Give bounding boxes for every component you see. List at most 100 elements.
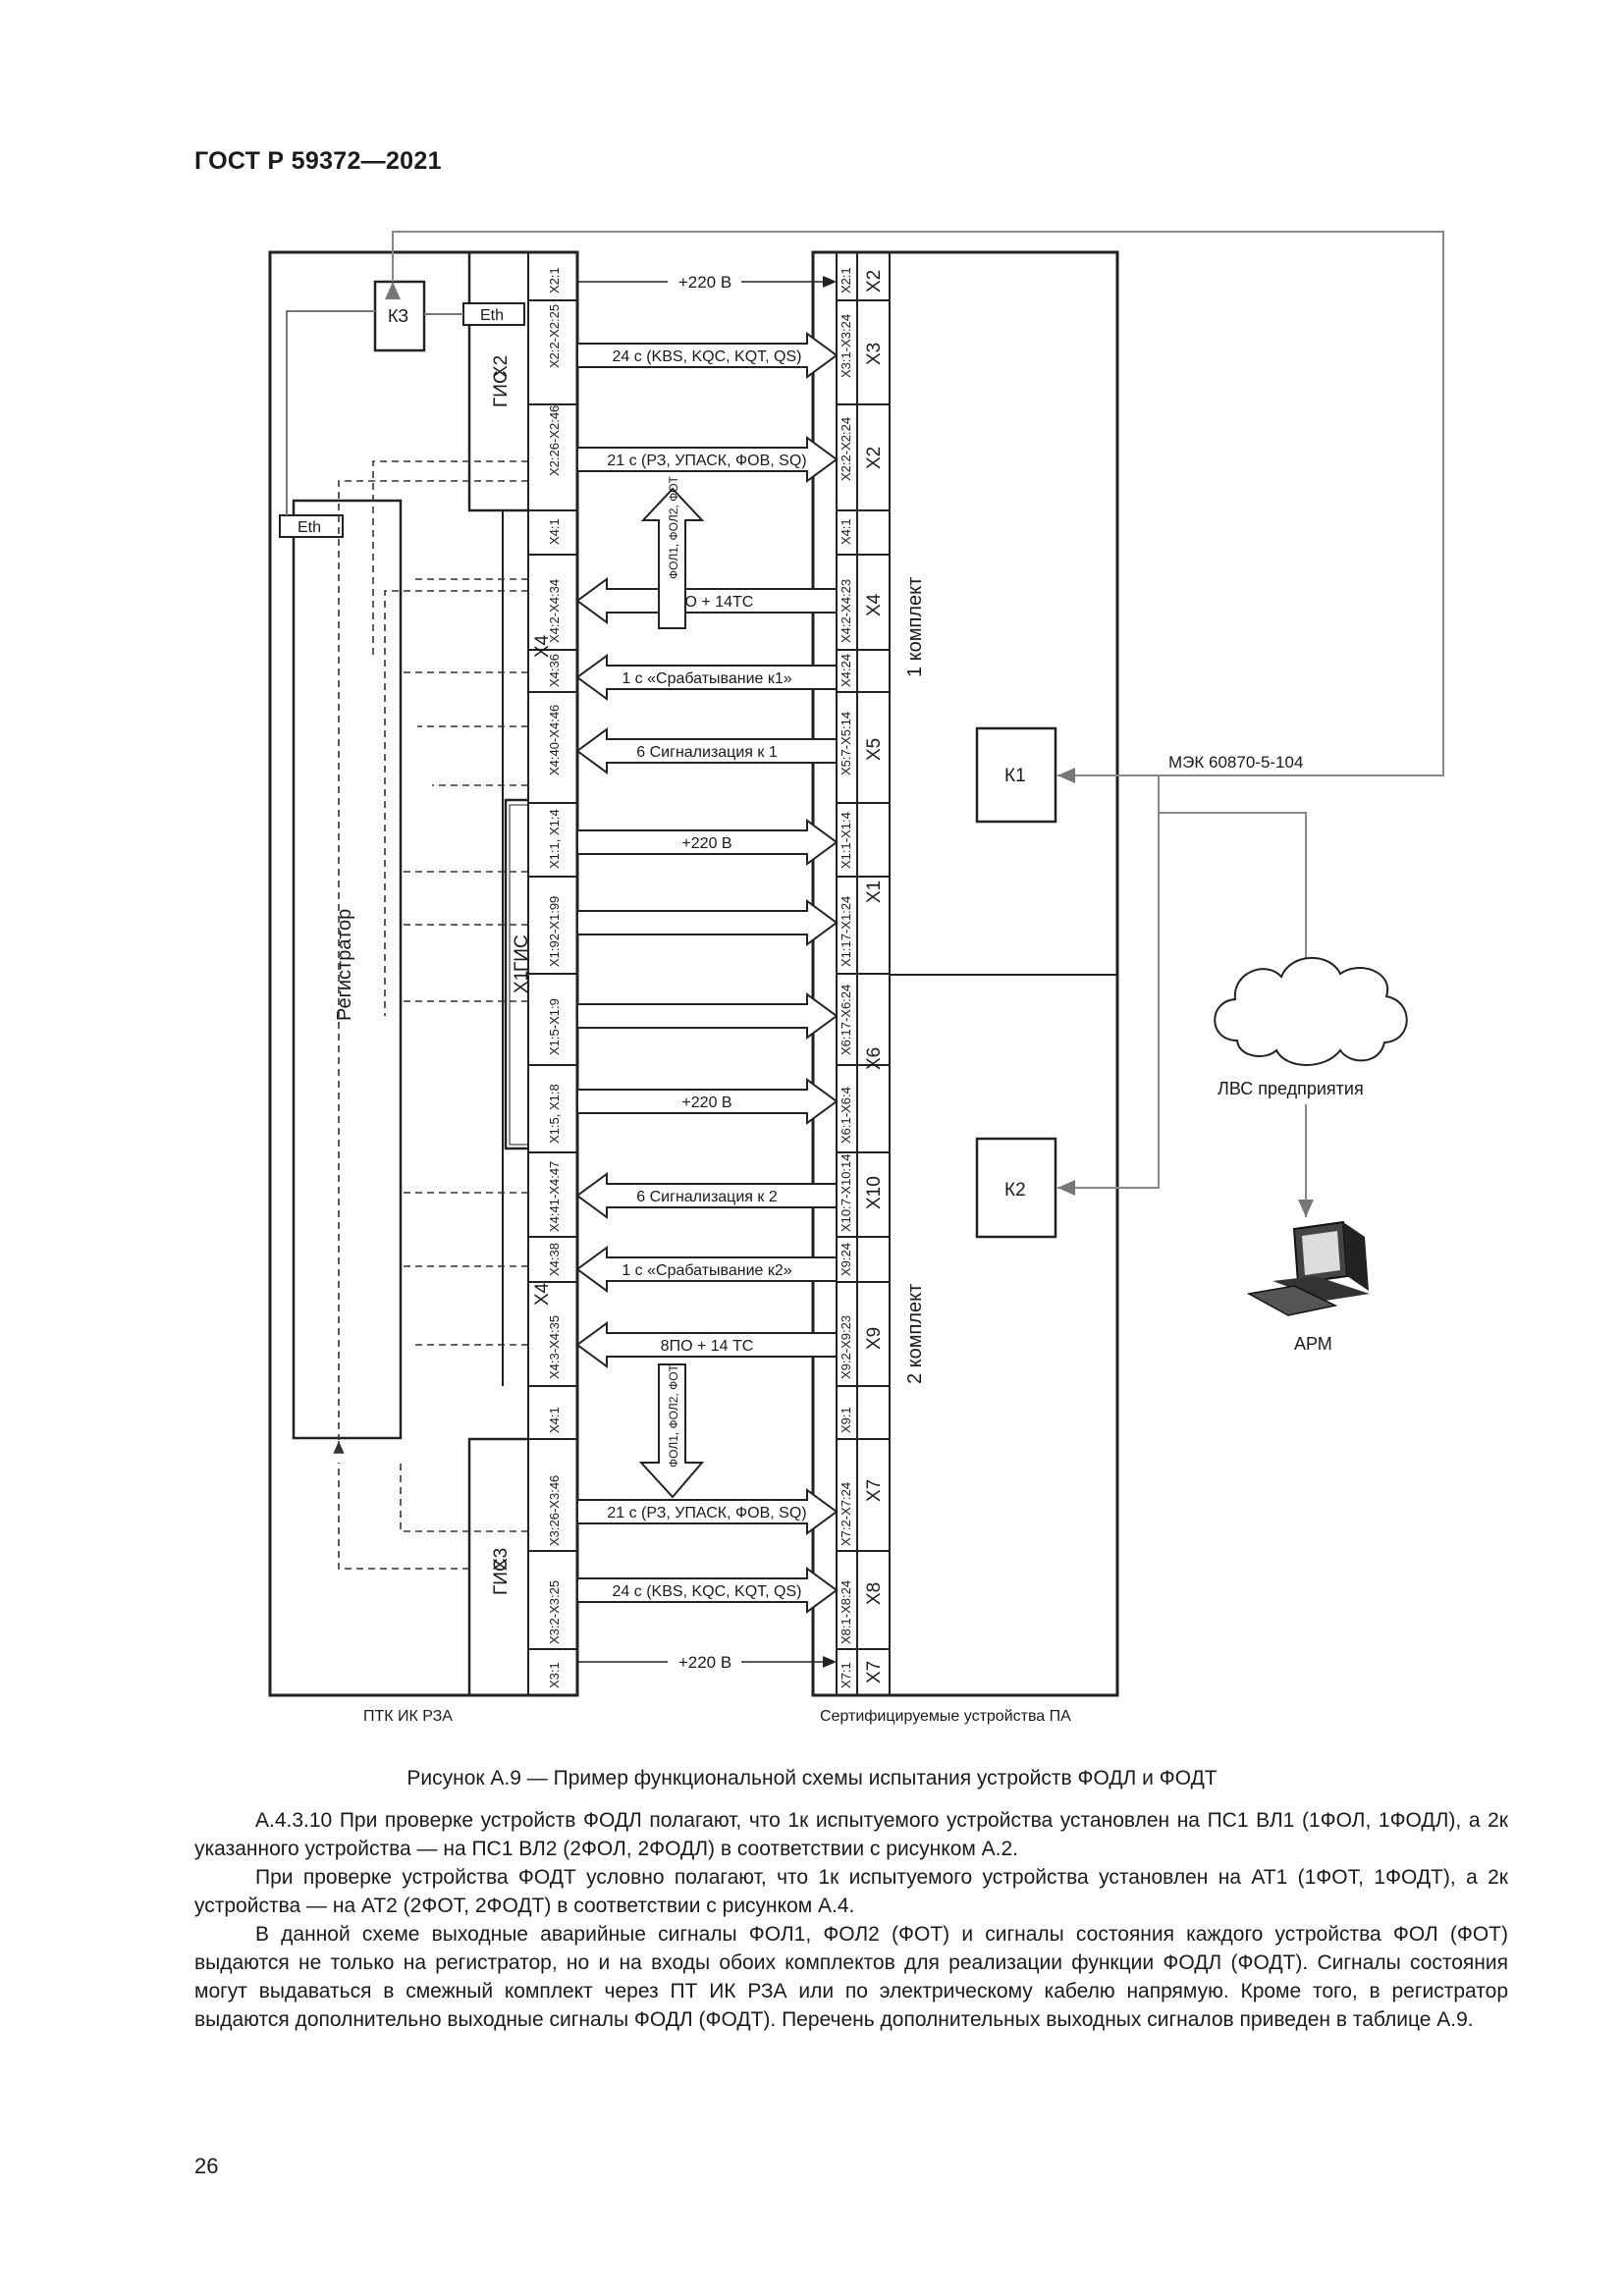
left-pin: X4:1 bbox=[547, 518, 562, 545]
signal-arrow bbox=[575, 1172, 838, 1219]
right-pin: X3:1-X3:24 bbox=[839, 314, 853, 378]
power-line-label-bg bbox=[668, 1650, 741, 1674]
x4-bottom-label: X4 bbox=[532, 1282, 553, 1306]
gis-x1-box-inner bbox=[509, 804, 528, 1146]
registrator-label: Регистратор bbox=[334, 909, 355, 1021]
functional-scheme-diagram: X2 ГИС Eth КЗ Регистратор Eth X1 ГИС X4 … bbox=[268, 231, 1444, 1725]
left-pin: X4:36 bbox=[547, 654, 562, 687]
right-pin: X2:1 bbox=[839, 267, 853, 294]
left-pin: X4:1 bbox=[547, 1407, 562, 1433]
arrow-label: 24 с (KBS, KQC, KQT, QS) bbox=[613, 348, 802, 365]
arm-label: АРМ bbox=[1294, 1334, 1332, 1354]
cloud-icon bbox=[1214, 956, 1408, 1066]
right-pin: X7:1 bbox=[839, 1662, 853, 1688]
right-connector: X2 bbox=[864, 447, 885, 469]
fol-down-arrow bbox=[638, 1363, 705, 1499]
signal-arrow bbox=[576, 992, 839, 1040]
eth-label-gis: Eth bbox=[480, 307, 504, 324]
lan-label: ЛВС предприятия bbox=[1218, 1079, 1364, 1098]
right-pin: X5:7-X5:14 bbox=[839, 712, 853, 775]
left-pin-dividers bbox=[528, 299, 577, 1650]
arrow-label: 1 с «Срабатывание к1» bbox=[622, 670, 791, 687]
right-connector: X8 bbox=[864, 1582, 885, 1605]
x1-connector-label: X1 bbox=[512, 971, 532, 993]
arrow-label: +220 В bbox=[678, 273, 731, 292]
left-pin: X3:2-X3:25 bbox=[547, 1580, 562, 1644]
left-block-label: ПТК ИК РЗА bbox=[363, 1708, 453, 1725]
right-connector: X7 bbox=[864, 1479, 885, 1502]
left-pin: X3:26-X3:46 bbox=[547, 1475, 562, 1546]
power-line-head bbox=[823, 1656, 837, 1668]
document-header: ГОСТ Р 59372—2021 bbox=[194, 147, 442, 175]
paragraph: При проверке устройства ФОДТ условно пол… bbox=[194, 1866, 1508, 1917]
body-text: А.4.3.10 При проверке устройств ФОДЛ пол… bbox=[194, 1806, 1508, 2034]
right-connector: X7 bbox=[864, 1661, 885, 1683]
right-connector: X1 bbox=[864, 881, 885, 903]
signal-arrow bbox=[576, 899, 839, 946]
signal-arrow bbox=[576, 1078, 839, 1125]
signal-arrow bbox=[576, 1488, 839, 1535]
right-connector-labels: X2 X3 X2 X4 X5 X1 X6 X10 X9 X7 X8 X7 bbox=[864, 270, 885, 1683]
right-connector: X9 bbox=[864, 1327, 885, 1350]
arrow-label: 6 Сигнализация к 1 bbox=[636, 744, 778, 761]
right-pin: X6:17-X6:24 bbox=[839, 985, 853, 1055]
x3-connector-label: X3 bbox=[491, 1548, 512, 1571]
iec-network-line bbox=[385, 231, 1444, 783]
fol-up-arrow bbox=[640, 487, 705, 629]
left-pin-labels: X2:1 X2:2-X2:25 X2:26-X2:46 X4:1 X4:2-X4… bbox=[547, 267, 562, 1688]
right-pin-labels: X2:1 X3:1-X3:24 X2:2-X2:24 X4:1 X4:2-X4:… bbox=[839, 267, 853, 1688]
left-pin: X1:5, X1:8 bbox=[547, 1084, 562, 1144]
arrow-label: 21 с (РЗ, УПАСК, ФОВ, SQ) bbox=[607, 1505, 806, 1522]
left-pin: X2:1 bbox=[547, 267, 562, 294]
fol-down-label: ФОЛ1, ФОЛ2, ФОТ bbox=[667, 1363, 680, 1468]
power-line-label-bg bbox=[668, 270, 741, 294]
gis-x3-box bbox=[467, 1437, 528, 1695]
signal-arrows: +220 В 24 с (KBS, KQC, KQT, QS) 21 с (РЗ, … bbox=[575, 270, 839, 1674]
signal-arrow bbox=[575, 1321, 838, 1368]
arrow-label: 21 с (РЗ, УПАСК, ФОВ, SQ) bbox=[607, 453, 806, 469]
left-pin: X4:3-X4:35 bbox=[547, 1315, 562, 1379]
right-connector: X10 bbox=[864, 1176, 885, 1209]
right-pin: X8:1-X8:24 bbox=[839, 1580, 853, 1644]
right-pin: X10:7-X10:14 bbox=[839, 1153, 853, 1232]
right-connector: X4 bbox=[864, 593, 885, 616]
right-pin: X4:24 bbox=[839, 654, 853, 687]
kit1-label: 1 комплект bbox=[904, 577, 926, 677]
gis-middle-label: ГИС bbox=[512, 934, 532, 972]
right-pin: X9:24 bbox=[839, 1243, 853, 1276]
dashed-signal-lines bbox=[338, 460, 528, 1570]
right-connector: X6 bbox=[864, 1047, 885, 1070]
gis-bottom-label: ГИС bbox=[491, 1558, 512, 1595]
page-number: 26 bbox=[194, 2154, 219, 2178]
k2-network-line bbox=[1057, 775, 1160, 1196]
signal-arrow bbox=[576, 436, 839, 483]
gis-x1-box-outer bbox=[504, 798, 528, 1150]
paragraph: А.4.3.10 При проверке устройств ФОДЛ пол… bbox=[194, 1809, 1508, 1860]
k1-label: К1 bbox=[1004, 766, 1026, 786]
left-pin: X2:2-X2:25 bbox=[547, 304, 562, 368]
left-pin: X1:92-X1:99 bbox=[547, 896, 562, 967]
right-pin: X9:2-X9:23 bbox=[839, 1315, 853, 1379]
left-pin: X4:40-X4:46 bbox=[547, 705, 562, 775]
lan-up-line bbox=[1159, 812, 1307, 962]
signal-arrow bbox=[576, 332, 839, 379]
signal-arrow bbox=[575, 727, 838, 774]
registrator-block bbox=[292, 499, 403, 1440]
left-pin: X4:2-X4:34 bbox=[547, 579, 562, 643]
kz-label: КЗ bbox=[388, 306, 408, 326]
fol-up-label: ФОЛ1, ФОЛ2, ФОТ bbox=[667, 475, 680, 579]
left-pin: X1:5-X1:9 bbox=[547, 998, 562, 1055]
arrow-label: +220 В bbox=[678, 1653, 731, 1672]
right-pin: X4:1 bbox=[839, 518, 853, 545]
registrator-kz-link bbox=[286, 310, 375, 515]
left-pin: X1:1, X1:4 bbox=[547, 809, 562, 869]
arrow-label: 24 с (KBS, KQC, KQT, QS) bbox=[613, 1583, 802, 1600]
left-pin: X2:26-X2:46 bbox=[547, 405, 562, 476]
signal-arrow bbox=[576, 819, 839, 866]
signal-arrow bbox=[576, 1567, 839, 1614]
right-pin: X1:1-X1:4 bbox=[839, 812, 853, 869]
arrow-label: +220 В bbox=[681, 835, 731, 852]
left-pin: X4:41-X4:47 bbox=[547, 1161, 562, 1232]
eth-box-registrator bbox=[279, 514, 344, 538]
signal-arrow bbox=[575, 577, 838, 624]
